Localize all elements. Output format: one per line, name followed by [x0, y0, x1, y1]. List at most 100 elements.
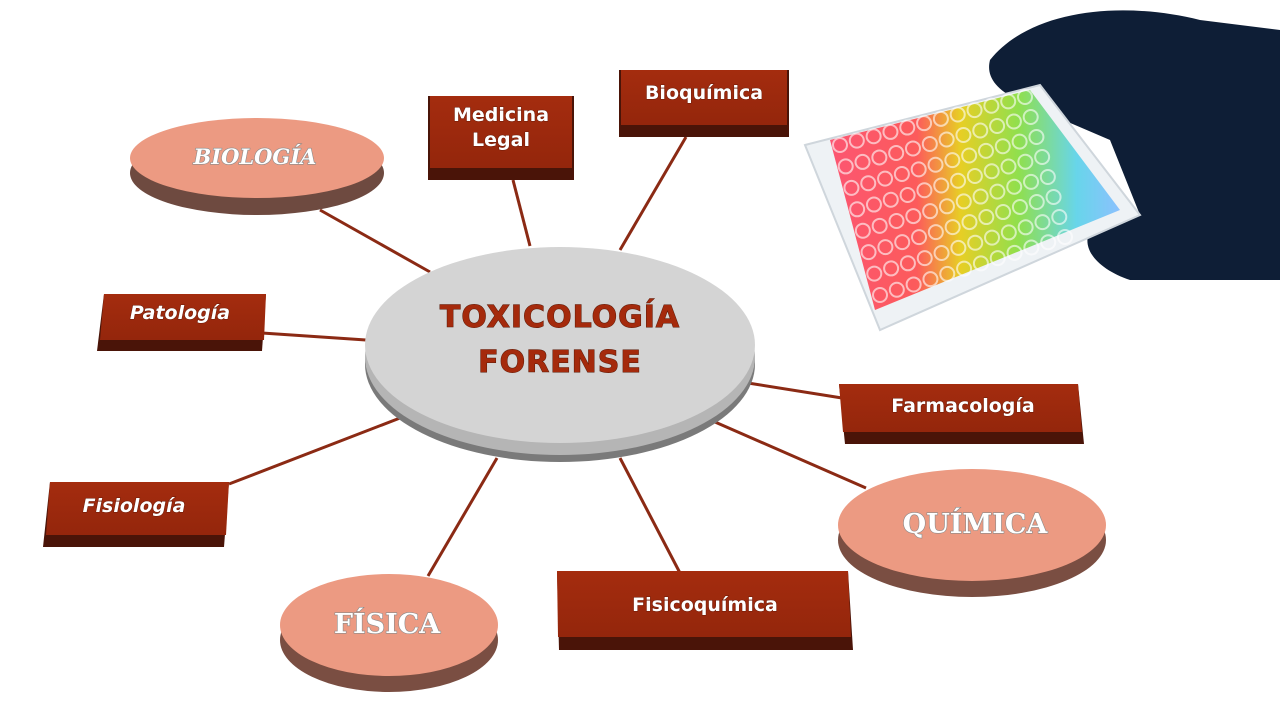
well	[860, 244, 877, 261]
well	[916, 182, 933, 199]
well	[848, 132, 865, 149]
well	[1006, 178, 1023, 195]
center-node: TOXICOLOGÍA FORENSE	[365, 247, 755, 462]
oval-label: FÍSICA	[334, 607, 441, 640]
well	[1000, 224, 1017, 241]
well	[1023, 239, 1040, 256]
well	[877, 239, 894, 256]
oval-label: BIOLOGÍA	[193, 144, 317, 169]
box-patologia: Patología	[97, 294, 266, 351]
well	[956, 260, 973, 277]
well	[849, 201, 866, 218]
connector-farmacologia	[747, 381, 843, 400]
connector-fisicoquimica	[618, 457, 682, 574]
box-label: Fisicoquímica	[632, 594, 778, 616]
connector-quimica	[714, 420, 867, 490]
well	[921, 135, 938, 152]
well	[927, 156, 944, 173]
well	[939, 265, 956, 282]
well	[899, 255, 916, 272]
well	[837, 158, 854, 175]
well	[1017, 89, 1033, 105]
glove-icon	[989, 10, 1280, 281]
well	[933, 245, 950, 261]
box-label: Bioquímica	[645, 82, 763, 104]
well	[1040, 234, 1057, 251]
well	[938, 131, 955, 148]
well	[984, 229, 1001, 246]
well	[843, 179, 860, 196]
connector-fisiologia	[228, 416, 401, 486]
box-label: Fisiología	[83, 495, 186, 517]
well	[1057, 229, 1073, 245]
well	[967, 234, 984, 251]
oval-face	[130, 118, 384, 198]
box-face	[430, 96, 572, 168]
well	[877, 170, 894, 187]
well	[1028, 194, 1045, 211]
well	[983, 97, 1000, 114]
well	[949, 106, 966, 123]
well	[916, 115, 933, 132]
well	[1028, 129, 1045, 145]
well	[894, 234, 911, 251]
box-face	[46, 482, 229, 535]
well	[950, 239, 967, 256]
well	[972, 188, 989, 205]
box-face	[839, 384, 1082, 432]
well	[1034, 214, 1051, 231]
well	[888, 144, 905, 161]
box-face	[621, 70, 787, 125]
oval-label: QUÍMICA	[903, 507, 1049, 540]
well	[989, 117, 1006, 134]
well	[977, 142, 994, 159]
well	[832, 137, 848, 153]
well	[1005, 113, 1022, 130]
well	[865, 196, 882, 213]
oval-face	[838, 469, 1106, 581]
well	[888, 281, 905, 298]
well	[944, 219, 961, 236]
wells-grid	[832, 89, 1073, 303]
well	[905, 276, 922, 293]
well	[882, 191, 899, 208]
well	[888, 212, 905, 229]
well	[865, 128, 882, 145]
center-title-line2: FORENSE	[478, 345, 642, 380]
well	[961, 214, 978, 231]
well	[1045, 189, 1062, 205]
box-label: Patología	[130, 302, 230, 324]
well	[854, 153, 871, 170]
well	[972, 255, 989, 272]
well	[989, 183, 1006, 200]
well	[872, 287, 888, 303]
oval-face	[280, 574, 498, 676]
connector-bioquimica	[618, 136, 688, 251]
well	[1000, 93, 1017, 110]
box-medicina-legal: Medicina Legal	[428, 96, 574, 180]
well	[910, 161, 927, 178]
well	[1017, 219, 1034, 236]
well	[966, 102, 983, 119]
well	[955, 193, 972, 210]
well	[978, 209, 995, 226]
box-fisiologia: Fisiología	[43, 482, 229, 547]
well	[922, 203, 939, 220]
well	[1000, 158, 1017, 175]
well	[966, 168, 983, 185]
well	[1011, 199, 1028, 216]
connector-fisica	[426, 457, 499, 577]
connector-patologia	[261, 331, 367, 342]
well	[972, 122, 989, 139]
box-label-line1: Medicina	[453, 104, 549, 126]
well	[1017, 153, 1034, 170]
well	[995, 204, 1012, 221]
well	[883, 260, 900, 277]
well	[860, 175, 877, 192]
connector-medicina-legal	[511, 179, 532, 247]
connectors	[228, 136, 867, 577]
well	[904, 140, 921, 157]
well	[922, 271, 939, 288]
oval-fisica: FÍSICA	[280, 574, 498, 692]
